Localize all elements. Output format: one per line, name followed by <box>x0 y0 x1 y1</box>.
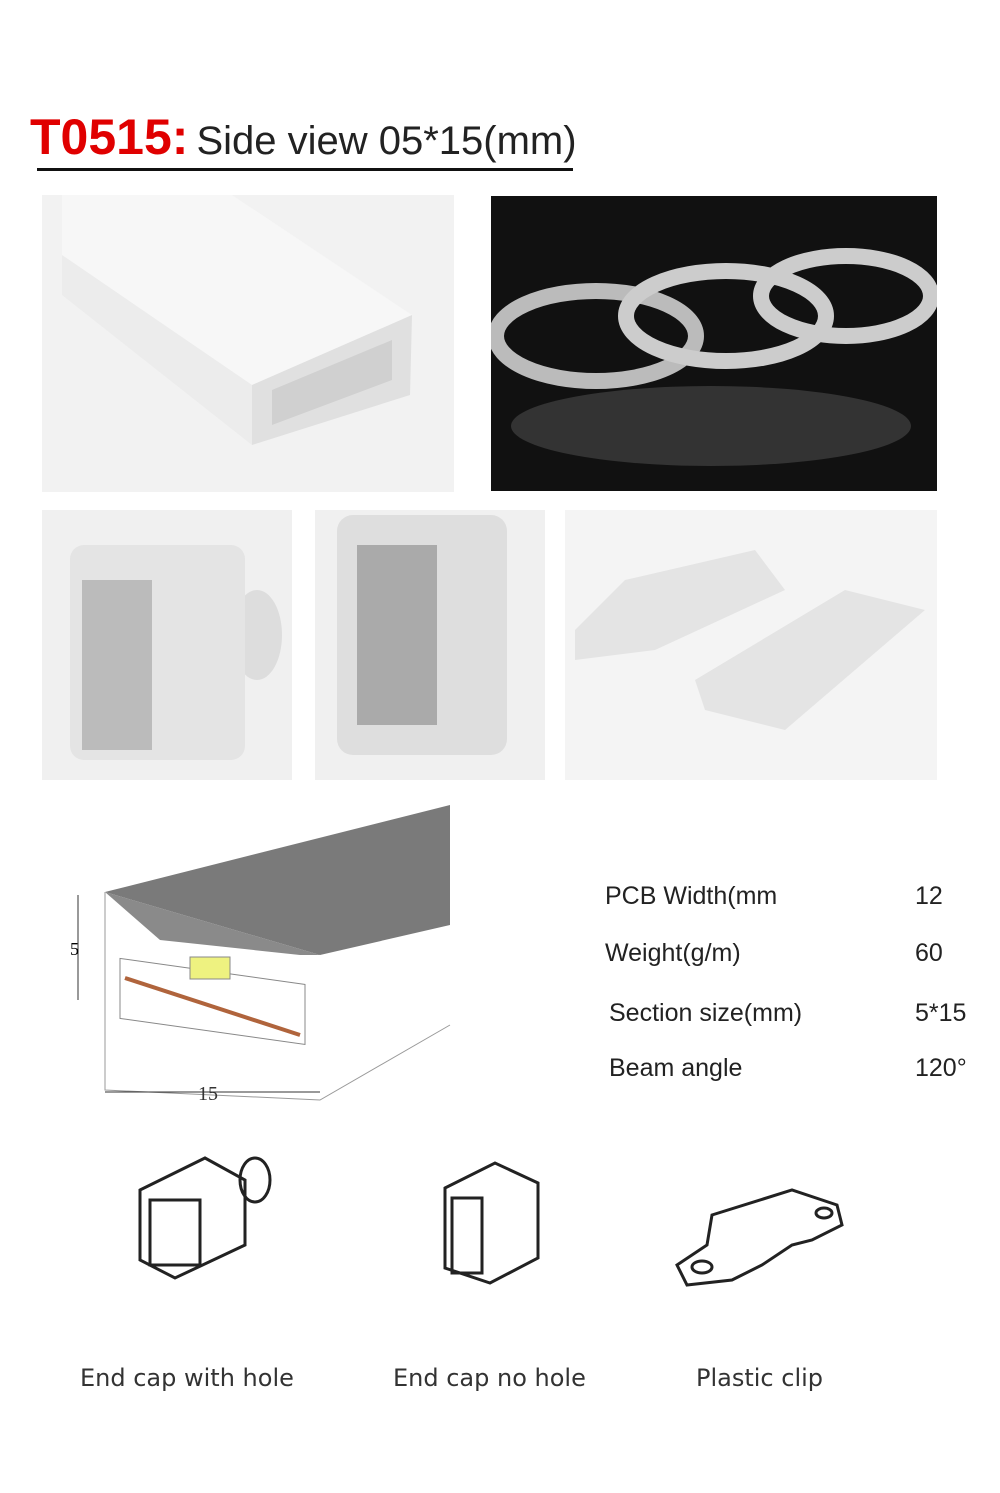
spec-value: 5*15 <box>915 999 967 1027</box>
spec-label: PCB Width(mm <box>605 882 778 910</box>
width-label: 15 <box>198 1083 218 1105</box>
accessory-label: Plastic clip <box>696 1364 824 1392</box>
end-cap-no-hole-icon <box>443 1161 540 1285</box>
spec-value: 120° <box>915 1054 967 1082</box>
title-underline <box>37 168 573 171</box>
spec-value: 60 <box>915 939 943 967</box>
spec-value: 12 <box>915 882 943 910</box>
cross-section-diagram: 5 15 <box>70 805 451 1105</box>
spec-label: Beam angle <box>609 1054 743 1082</box>
spec-label: Weight(g/m) <box>605 939 741 967</box>
led-strip-photo <box>491 196 937 491</box>
end-cap-no-hole-photo <box>315 510 545 780</box>
accessory-label: End cap no hole <box>393 1364 586 1392</box>
end-cap-with-hole-icon <box>138 1156 272 1280</box>
end-cap-with-hole-photo <box>42 510 292 780</box>
spec-label: Section size(mm) <box>609 999 803 1027</box>
plastic-clip-icon <box>675 1188 844 1287</box>
plastic-clip-photo <box>565 510 937 780</box>
height-label: 5 <box>70 939 79 959</box>
accessory-label: End cap with hole <box>80 1364 294 1392</box>
product-subtitle: Side view 05*15(mm) <box>196 119 577 163</box>
profile-render-image <box>42 195 454 492</box>
page-title: T0515:Side view 05*15(mm) <box>30 108 577 166</box>
product-code: T0515: <box>30 109 189 165</box>
